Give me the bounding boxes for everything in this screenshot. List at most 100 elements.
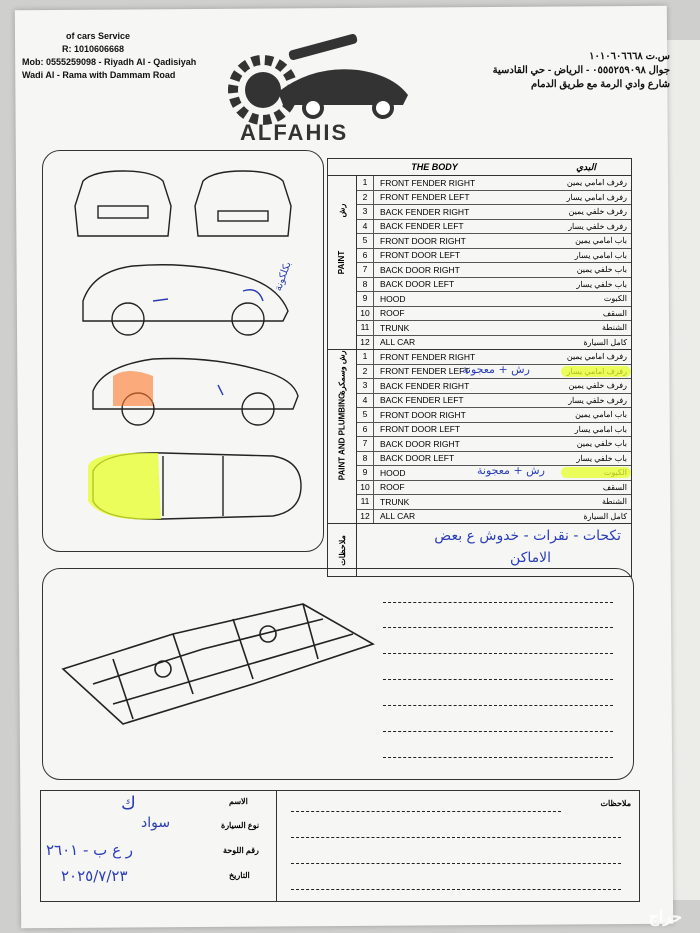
row-number: 2	[357, 190, 374, 204]
row-label-ar: باب خلفي يسار	[576, 279, 627, 289]
row-label-en: TRUNK	[380, 322, 410, 333]
row-label-en: BACK DOOR RIGHT	[380, 264, 460, 275]
note-line	[383, 602, 613, 603]
row-label-ar: باب امامي يسار	[574, 424, 627, 434]
date-value: ٢٠٢٥/٧/٢٣	[61, 867, 128, 885]
row-number: 9	[357, 292, 374, 306]
handwritten-row-note: رش + معجونة	[462, 362, 530, 376]
row-label-en: BACK DOOR RIGHT	[380, 438, 460, 449]
row-label-en: BACK DOOR LEFT	[380, 279, 455, 290]
row-label-ar: رفرف خلفي يمين	[568, 381, 627, 391]
row-number: 4	[357, 393, 374, 407]
table-row: 9HOODالكبوترش + معجونة	[357, 464, 631, 481]
table-row: 6 FRONT DOOR LEFT باب امامي يسار	[357, 422, 631, 437]
row-number: 7	[357, 437, 374, 451]
row-label-en: FRONT FENDER RIGHT	[380, 177, 476, 188]
row-number: 12	[357, 335, 374, 349]
row-label-ar: الكبوت	[603, 294, 627, 304]
row-label-en: FRONT FENDER RIGHT	[380, 351, 476, 362]
chassis-frame-icon	[61, 603, 375, 725]
row-label-en: HOOD	[380, 293, 406, 304]
logo-text: ALFAHIS	[240, 120, 349, 145]
header-english: of cars Service R: 1010606668 Mob: 05552…	[22, 30, 212, 82]
row-number: 1	[357, 350, 374, 364]
row-number: 8	[357, 277, 374, 291]
header-ar-line: جوال ٠٥٥٥٢٥٩٠٩٨ - الرياض - حي القادسية	[492, 65, 670, 76]
row-label-en: BACK FENDER RIGHT	[380, 206, 470, 217]
name-label: الاسم	[229, 797, 248, 806]
row-number: 4	[357, 219, 374, 233]
plumbing-label-ar: رش وسمكرة	[337, 350, 347, 395]
row-label-en: FRONT DOOR LEFT	[380, 424, 461, 435]
row-label-en: ROOF	[380, 308, 405, 319]
chassis-frame-panel	[42, 568, 634, 780]
row-number: 6	[357, 422, 374, 436]
watermark: حراج	[648, 909, 683, 926]
row-number: 10	[357, 306, 374, 320]
row-label-en: HOOD	[380, 467, 406, 478]
row-number: 1	[357, 176, 374, 190]
row-label-en: BACK FENDER RIGHT	[380, 380, 470, 391]
row-number: 9	[357, 466, 374, 480]
handwritten-notes-2: الاماكن	[510, 550, 551, 566]
highlight-mark	[561, 467, 631, 478]
row-number: 5	[357, 408, 374, 422]
row-number: 5	[357, 234, 374, 248]
row-number: 3	[357, 205, 374, 219]
row-label-en: FRONT FENDER LEFT	[380, 366, 470, 377]
table-title: THE BODY البدي	[327, 158, 632, 176]
name-value: ك	[121, 793, 136, 814]
note-line	[291, 889, 621, 890]
note-line	[383, 731, 613, 732]
row-label-en: BACK FENDER LEFT	[380, 395, 464, 406]
plumbing-label-text: PAINT AND PLUMBING	[337, 392, 347, 481]
notes-label: ملاحظات	[328, 524, 357, 576]
notes-body: تكحات - نقرات - خدوش ع بعض الاماكن	[357, 524, 631, 576]
table-row: 1 FRONT FENDER RIGHT رفرف امامي يمين	[357, 350, 631, 365]
paint-label-ar: رش	[337, 203, 347, 218]
car-diagram-panel: بكلكونة	[42, 150, 324, 552]
row-label-ar: باب خلفي يمين	[576, 265, 627, 275]
date-label: التاريخ	[229, 871, 250, 880]
table-row: 8 BACK DOOR LEFT باب خلفي يسار	[357, 277, 631, 292]
header-arabic: س.ت ١٠١٠٦٠٦٦٦٨ جوال ٠٥٥٥٢٥٩٠٩٨ - الرياض …	[440, 50, 670, 92]
note-line	[291, 811, 561, 812]
handwritten-notes-1: تكحات - نقرات - خدوش ع بعض	[434, 528, 621, 544]
table-title-ar: البدي	[576, 161, 596, 172]
header-en-line: R: 1010606668	[62, 44, 125, 54]
row-label-ar: كامل السيارة	[583, 511, 627, 521]
notes-label-text: ملاحظات	[337, 534, 347, 566]
paint-label-text: PAINT	[337, 250, 347, 275]
row-number: 8	[357, 451, 374, 465]
row-label-en: TRUNK	[380, 496, 410, 507]
bottom-notes-label: ملاحظات	[600, 799, 631, 808]
row-label-ar: باب خلفي يسار	[576, 453, 627, 463]
car-type-value: سواد	[141, 815, 171, 831]
header-ar-line: س.ت ١٠١٠٦٠٦٦٦٨	[589, 51, 670, 62]
row-label-ar: رفرف امامي يمين	[566, 352, 627, 362]
row-label-en: FRONT DOOR RIGHT	[380, 235, 466, 246]
row-label-ar: رفرف امامي يسار	[566, 192, 627, 202]
paint-label: PAINT رش	[328, 176, 357, 349]
header-en-line: Wadi Al - Rama with Dammam Road	[22, 70, 176, 80]
table-title-en: THE BODY	[411, 162, 458, 172]
header-ar-line: شارع وادي الرمة مع طريق الدمام	[530, 79, 670, 90]
highlight-mark	[561, 365, 631, 377]
row-label-en: FRONT DOOR RIGHT	[380, 409, 466, 420]
